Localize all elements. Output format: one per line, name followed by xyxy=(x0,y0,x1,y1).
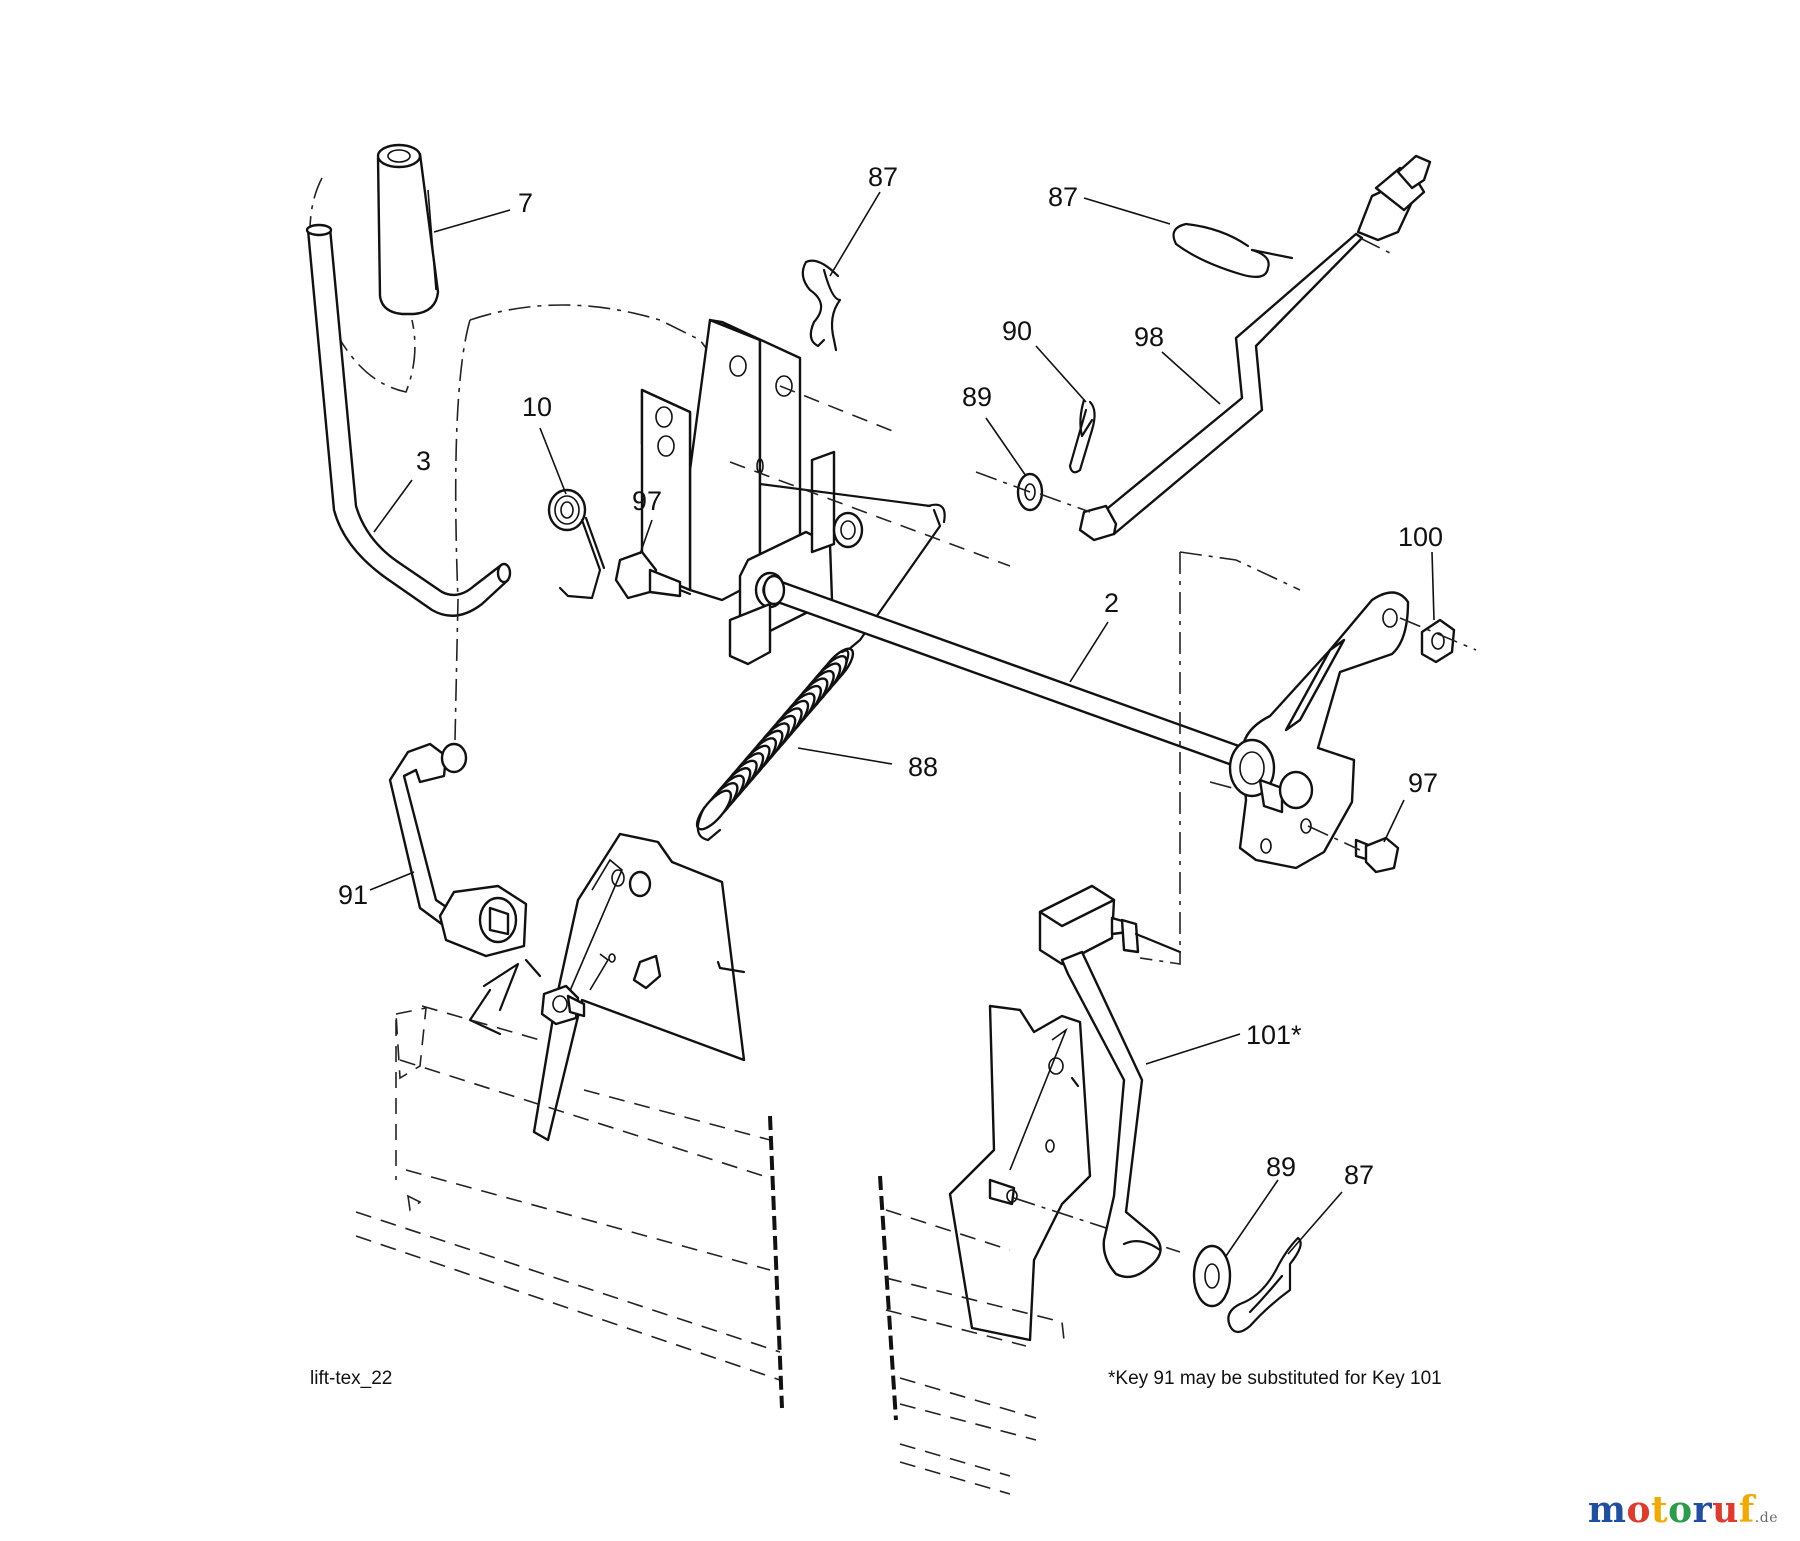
phantom-left-deck xyxy=(355,1005,784,1409)
part-grip xyxy=(376,143,440,316)
phantom-drop xyxy=(454,319,471,741)
watermark-letter: o xyxy=(1626,1489,1651,1531)
part-torsion-spring xyxy=(547,488,606,600)
phantom-right-vertical xyxy=(1139,552,1181,965)
callout-89: 89 xyxy=(962,382,992,412)
part-right-lift-arm xyxy=(1228,591,1410,870)
phantom-shaft-axis xyxy=(729,461,1011,567)
watermark-letter: m xyxy=(1587,1489,1627,1531)
callout-97: 97 xyxy=(1408,768,1438,798)
phantom-bracket-axis xyxy=(779,385,901,435)
part-lift-handle xyxy=(305,223,512,617)
callout-88: 88 xyxy=(908,752,938,782)
phantom-pin-axis xyxy=(1013,1197,1181,1253)
part-lift-shaft xyxy=(762,574,1252,772)
callout-87: 87 xyxy=(1048,182,1078,212)
part-right-hanger xyxy=(948,1004,1092,1342)
spring-hook-wire xyxy=(846,508,942,652)
spring-top-hook xyxy=(840,649,850,666)
watermark-letter: u xyxy=(1712,1489,1739,1531)
callout-10: 10 xyxy=(522,392,552,422)
part-hairpin-clip-top xyxy=(801,259,842,352)
watermark-letter: o xyxy=(1668,1489,1693,1531)
diagram-id: lift-tex_22 xyxy=(310,1368,392,1389)
callout-7: 7 xyxy=(518,188,533,218)
phantom-nut-axis xyxy=(1399,617,1477,651)
leader-lines xyxy=(369,191,1435,1257)
callout-2: 2 xyxy=(1104,588,1119,618)
callout-98: 98 xyxy=(1134,322,1164,352)
part-lift-link xyxy=(388,742,528,958)
phantom-washer-axis xyxy=(975,471,1091,513)
watermark-logo: motoruf.de xyxy=(1587,1489,1778,1531)
part-adjuster-rod xyxy=(1078,154,1432,542)
callout-89: 89 xyxy=(1266,1152,1296,1182)
part-cotter-pin xyxy=(1068,398,1096,474)
watermark-letter: t xyxy=(1650,1489,1669,1531)
part-hex-nut xyxy=(1420,618,1456,664)
callout-87: 87 xyxy=(868,162,898,192)
watermark-letter: r xyxy=(1692,1489,1713,1531)
part-left-hanger xyxy=(468,832,746,1142)
spring-hook-link xyxy=(758,482,932,508)
spring-hook-top xyxy=(926,503,946,524)
phantom-rod-axis xyxy=(1359,237,1393,255)
part-hairpin-clip-right xyxy=(1172,222,1294,279)
callout-3: 3 xyxy=(416,446,431,476)
callout-97: 97 xyxy=(632,486,662,516)
phantom-shaft-end xyxy=(1209,781,1241,791)
phantom-arc xyxy=(469,304,713,357)
callout-labels: 7 87 87 90 98 89 10 3 97 2 100 88 97 91 … xyxy=(338,162,1443,1190)
callout-100: 100 xyxy=(1398,522,1443,552)
part-shoulder-bolt-right xyxy=(1354,836,1400,874)
part-hairpin-clip-bottom xyxy=(1227,1236,1302,1334)
part-extension-spring xyxy=(695,647,855,831)
part-washer-bottom xyxy=(1192,1244,1232,1308)
phantom-right-top xyxy=(1179,551,1301,591)
footnote: *Key 91 may be substituted for Key 101 xyxy=(1108,1368,1442,1389)
spring-bottom-hook xyxy=(696,806,722,842)
part-shoulder-bolt-left xyxy=(614,550,692,600)
callout-91: 91 xyxy=(338,880,368,910)
phantom-bolt-axis xyxy=(1307,825,1361,851)
part-adjuster-link xyxy=(1038,884,1182,1279)
callout-90: 90 xyxy=(1002,316,1032,346)
phantom-right-deck xyxy=(878,1175,1065,1495)
watermark-letter: f xyxy=(1738,1489,1755,1531)
callout-101: 101* xyxy=(1246,1020,1302,1050)
callout-87: 87 xyxy=(1344,1160,1374,1190)
